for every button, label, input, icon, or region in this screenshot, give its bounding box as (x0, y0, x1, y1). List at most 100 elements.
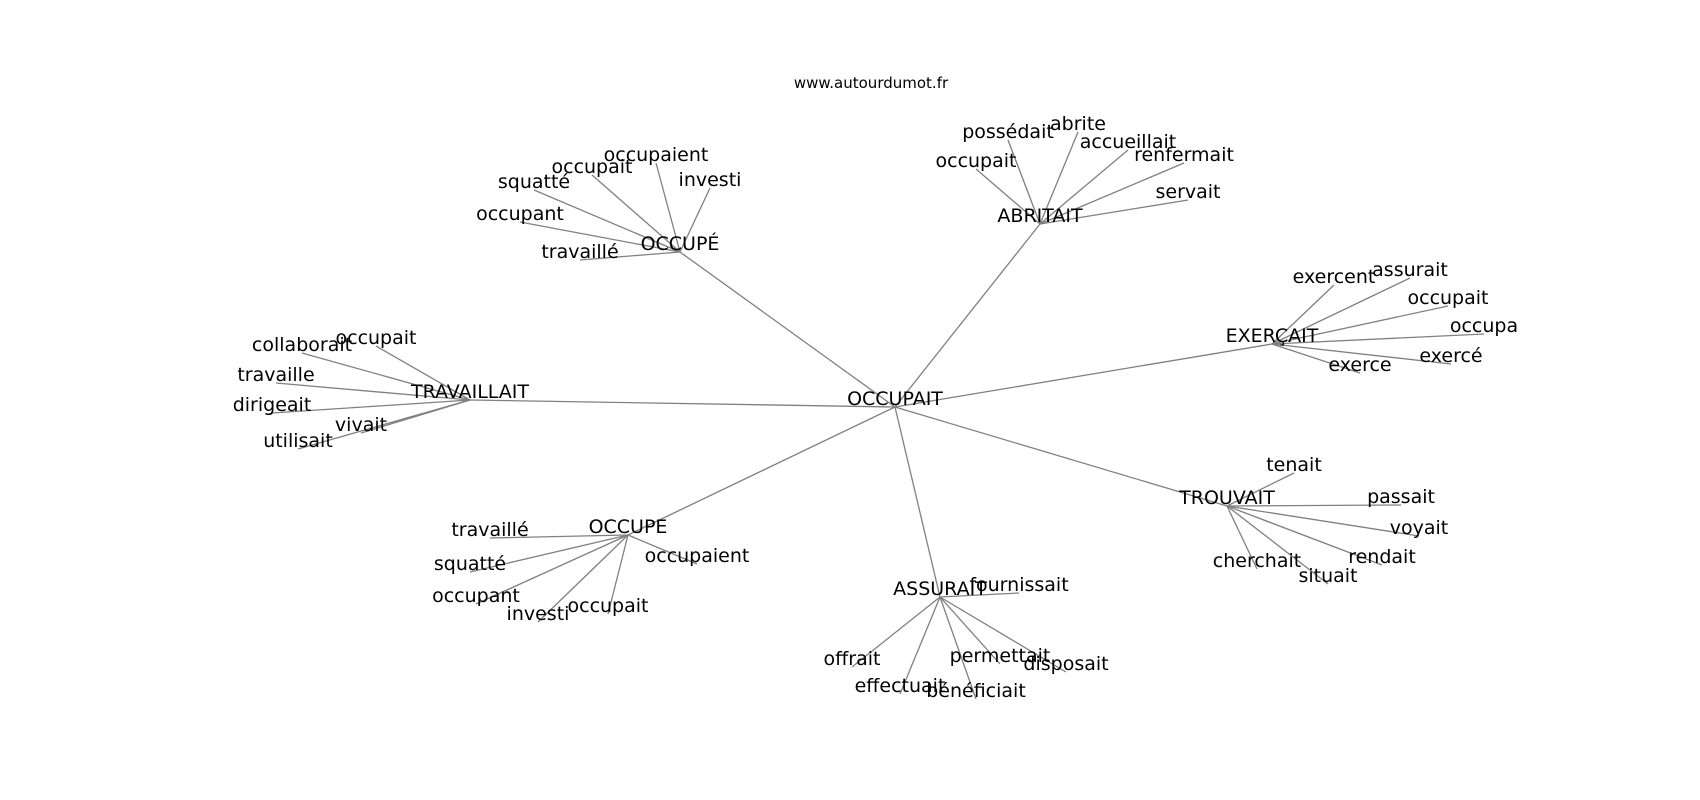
site-url-label: www.autourdumot.fr (794, 74, 949, 92)
leaf-node-label: exerce (1328, 354, 1391, 376)
hub-leaf-edge (655, 162, 681, 253)
hub-leaf-edge (1226, 505, 1329, 585)
hub-leaf-edge (607, 534, 629, 615)
hub-leaf-edge (579, 251, 681, 261)
leaf-node-label: offrait (824, 648, 881, 670)
center-hub-edge (469, 399, 896, 408)
hub-leaf-edge (489, 534, 629, 539)
center-hub-edge (627, 406, 896, 536)
hub-leaf-edge (533, 189, 681, 253)
leaf-node-label: disposait (1023, 653, 1108, 675)
leaf-node-label: possédait (962, 121, 1054, 143)
leaf-node-label: squatté (434, 553, 506, 575)
leaf-node-label: occupaient (645, 545, 750, 567)
leaf-node-label: voyait (1390, 517, 1448, 539)
hub-leaf-edge (1226, 505, 1258, 570)
center-node-label: OCCUPAIT (847, 388, 943, 410)
leaf-node-label: renfermait (1134, 144, 1234, 166)
leaf-node-label: investi (679, 169, 742, 191)
leaf-node-label: rendait (1348, 546, 1416, 568)
leaf-node-label: abrite (1050, 113, 1106, 135)
hub-leaf-edge (975, 168, 1041, 225)
leaf-node-label: occupaient (604, 144, 709, 166)
hub-node-label: OCCUPÉ (641, 232, 720, 255)
leaf-node-label: vivait (335, 414, 387, 436)
leaf-node-label: assurait (1372, 259, 1448, 281)
hub-leaf-edge (375, 345, 471, 401)
hub-leaf-edge (1271, 305, 1449, 345)
hub-leaf-edge (591, 174, 681, 253)
leaf-node-label: bénéficiait (926, 680, 1026, 702)
leaf-node-label: occupait (568, 595, 649, 617)
center-hub-edge (679, 251, 896, 408)
leaf-node-label: occupa (1450, 315, 1518, 337)
leaf-node-label: occupant (476, 203, 564, 225)
leaf-node-label: servait (1155, 181, 1220, 203)
leaf-node-label: fournissait (969, 574, 1068, 596)
hub-leaf-edge (939, 596, 1067, 673)
leaf-node-label: travaillé (451, 519, 528, 541)
hub-leaf-edge (939, 596, 1001, 665)
edges-layer (271, 131, 1485, 700)
center-hub-edge (894, 406, 941, 598)
leaf-node-label: collaborait (252, 334, 352, 356)
hub-leaf-edge (537, 534, 629, 623)
leaf-node-label: occupait (1408, 287, 1489, 309)
hub-leaf-edge (939, 592, 1020, 598)
leaf-node-label: dirigeait (233, 394, 312, 416)
leaf-node-label: squatté (498, 171, 570, 193)
hub-leaf-edge (1007, 139, 1041, 225)
hub-leaf-edge (679, 187, 711, 253)
hub-node-label: OCCUPE (589, 516, 668, 538)
leaf-node-label: passait (1367, 486, 1435, 508)
hub-node-label: TRAVAILLAIT (410, 381, 529, 403)
hub-node-label: ASSURAIT (893, 578, 987, 600)
hub-node-label: ABRITAIT (997, 205, 1083, 227)
leaf-node-label: occupait (552, 156, 633, 178)
hub-leaf-edge (1039, 131, 1079, 225)
hub-leaf-edge (275, 382, 471, 401)
hub-leaf-edge (1039, 162, 1185, 225)
center-hub-edge (894, 406, 1228, 507)
center-hub-edge (894, 223, 1041, 408)
hub-leaf-edge (1271, 343, 1452, 365)
hub-leaf-edge (851, 596, 941, 668)
hub-leaf-edge (1271, 333, 1485, 345)
leaf-node-label: utilisait (263, 430, 333, 452)
labels-layer: www.autourdumot.fr OCCUPÉoccupaientoccup… (233, 74, 1518, 702)
leaf-node-label: occupait (936, 150, 1017, 172)
leaf-node-label: accueillait (1080, 131, 1176, 153)
hub-leaf-edge (1271, 343, 1361, 374)
hub-leaf-edge (1226, 505, 1383, 566)
leaf-node-label: exercent (1293, 266, 1376, 288)
center-hub-edge (894, 343, 1273, 408)
leaf-node-label: tenait (1266, 454, 1322, 476)
hub-leaf-edge (475, 534, 629, 605)
leaf-node-label: effectuait (855, 675, 946, 697)
hub-leaf-edge (1271, 284, 1335, 345)
hub-node-label: EXERÇAIT (1226, 325, 1319, 347)
hub-leaf-edge (301, 352, 471, 401)
hub-leaf-edge (939, 596, 977, 700)
hub-leaf-edge (899, 596, 941, 695)
hub-leaf-edge (1271, 277, 1411, 345)
hub-leaf-edge (469, 534, 629, 573)
hub-leaf-edge (1226, 505, 1420, 537)
leaf-node-label: cherchait (1213, 550, 1301, 572)
leaf-node-label: occupait (336, 327, 417, 349)
leaf-node-label: investi (507, 603, 570, 625)
hub-leaf-edge (297, 399, 471, 450)
leaf-node-label: travaillé (541, 241, 618, 263)
leaf-node-label: occupant (432, 585, 520, 607)
hub-leaf-edge (627, 534, 698, 565)
hub-leaf-edge (1226, 504, 1402, 507)
hub-leaf-edge (1039, 199, 1189, 225)
leaf-node-label: permettait (950, 645, 1051, 667)
hub-leaf-edge (1226, 472, 1295, 507)
leaf-node-label: travaille (237, 364, 314, 386)
hub-leaf-edge (519, 221, 681, 253)
hub-node-label: TROUVAIT (1178, 487, 1275, 509)
leaf-node-label: situait (1298, 565, 1357, 587)
